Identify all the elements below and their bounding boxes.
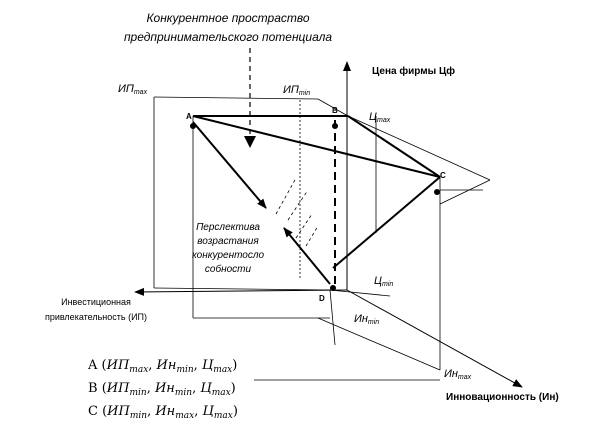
legend-row-a: A (ИПmax, Инmin, Цmax) xyxy=(87,358,237,375)
investment-axis-label-1: Инвестиционная xyxy=(61,297,131,307)
perspective-line-1: Перслектива xyxy=(196,222,260,233)
ip-min-label: ИПmin xyxy=(283,84,310,97)
legend-row-b: B (ИПmin, Инmin, Цmax) xyxy=(88,381,236,398)
c-max-label: Цmax xyxy=(369,111,391,124)
point-c-dot xyxy=(434,189,440,195)
investment-axis-label-2: привлекательность (ИП) xyxy=(45,312,147,322)
in-min-label: Инmin xyxy=(354,313,379,326)
point-a-label: A xyxy=(186,112,192,121)
investment-axis xyxy=(134,287,348,296)
title-pointer-arrowhead xyxy=(244,136,256,148)
point-d-dot xyxy=(330,285,336,291)
cube-edges xyxy=(153,96,491,381)
c-min-label: Цmin xyxy=(374,275,393,288)
d-to-perspective-arrow xyxy=(283,227,331,285)
perspective-guides xyxy=(275,177,319,247)
perspective-line-4: собности xyxy=(205,263,252,275)
point-c-label: C xyxy=(440,171,446,180)
title-line-2: предпринимательского потенциала xyxy=(124,30,332,44)
in-max-label: Инmax xyxy=(444,368,472,381)
point-a-dot xyxy=(190,123,196,129)
perspective-line-3: конкурентосло xyxy=(192,250,265,261)
abc-triangle xyxy=(192,115,441,269)
innovation-axis-label: Инновационность (Ин) xyxy=(446,392,559,403)
point-d-label: D xyxy=(319,294,325,303)
title-line-1: Конкурентное простраство xyxy=(146,11,309,25)
legend-row-c: C (ИПmin, Инmax, Цmax) xyxy=(88,404,238,421)
a-to-perspective-arrow xyxy=(192,121,267,209)
point-b-dot xyxy=(332,123,338,129)
perspective-line-2: возрастания xyxy=(197,236,259,247)
point-b-label: B xyxy=(332,106,338,115)
legend: A (ИПmax, Инmin, Цmax) B (ИПmin, Инmin, … xyxy=(87,358,238,421)
ip-max-label: ИПmax xyxy=(118,83,148,96)
price-axis-label: Цена фирмы Цф xyxy=(372,65,455,77)
innovation-axis xyxy=(346,289,523,388)
perspective-text: Перслектива возрастания конкурентосло со… xyxy=(192,222,265,275)
